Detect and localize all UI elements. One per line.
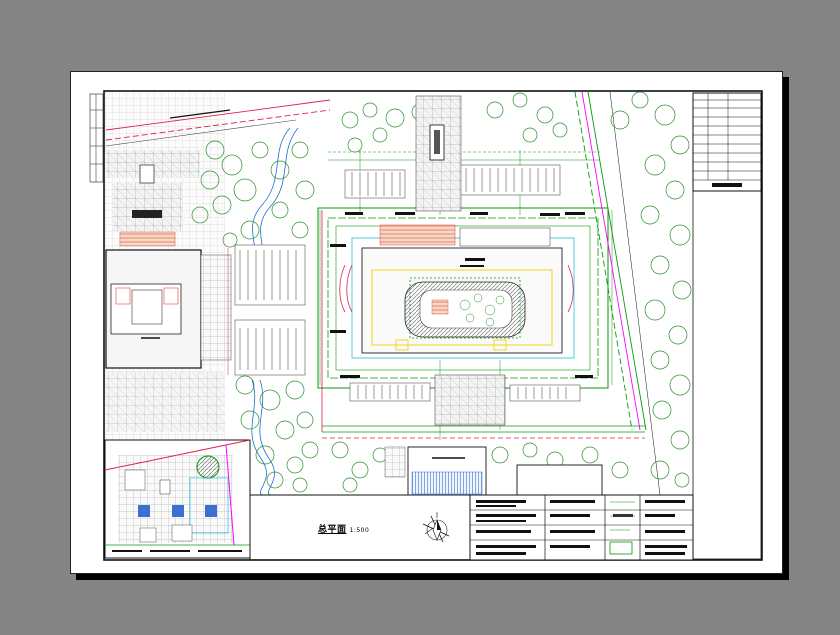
- bottom-buildings: [384, 446, 603, 496]
- right-road: [574, 91, 661, 496]
- location-inset-map: [104, 439, 251, 559]
- drawing-scale: 1:500: [349, 527, 370, 534]
- main-site: [317, 95, 613, 440]
- inner-frame: [103, 90, 763, 561]
- top-left-road: [105, 99, 331, 147]
- bottom-divider: [249, 440, 693, 560]
- left-campus-area: [105, 92, 232, 492]
- drawing-title-text: 总平面: [318, 525, 347, 535]
- title-block: [469, 494, 694, 561]
- parking-left: [227, 244, 306, 376]
- trees-park: [191, 102, 429, 493]
- binding-strip: [89, 93, 104, 183]
- river: [251, 127, 299, 496]
- bottom-road: [321, 210, 645, 439]
- revision-table: [692, 92, 762, 560]
- north-arrow-icon: [422, 512, 450, 543]
- trees-right: [331, 91, 692, 493]
